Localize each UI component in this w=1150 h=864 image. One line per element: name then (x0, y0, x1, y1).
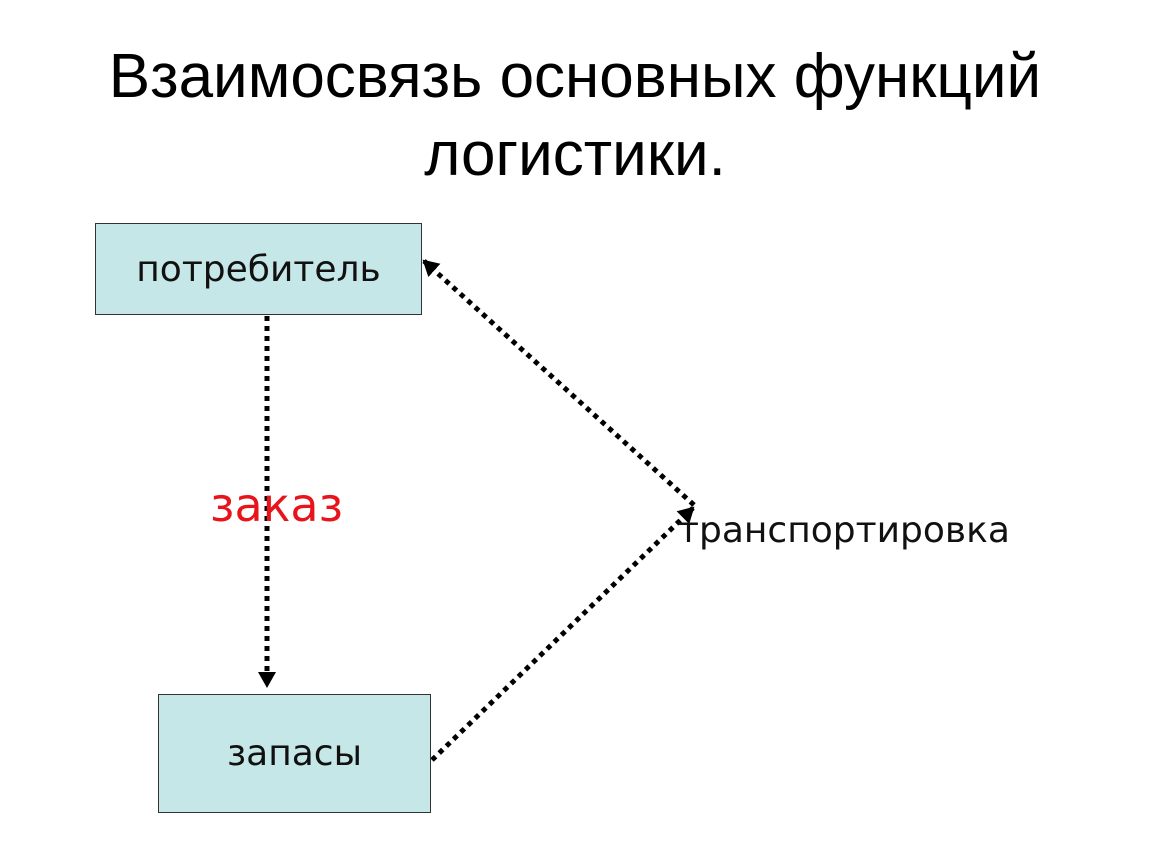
slide-title-line-2: логистики. (424, 120, 726, 189)
consumer-label: потребитель (136, 248, 381, 290)
stock-label: запасы (226, 733, 363, 774)
transport-label: транспортировка (678, 510, 1010, 551)
slide-title-line-1: Взаимосвязь основных функций (108, 42, 1042, 111)
stock-to-transport-arrow (430, 506, 695, 762)
order-label: заказ (210, 478, 344, 532)
stock-box: запасы (158, 694, 431, 813)
consumer-box: потребитель (95, 223, 422, 315)
transport-to-consumer-arrow (422, 259, 696, 507)
